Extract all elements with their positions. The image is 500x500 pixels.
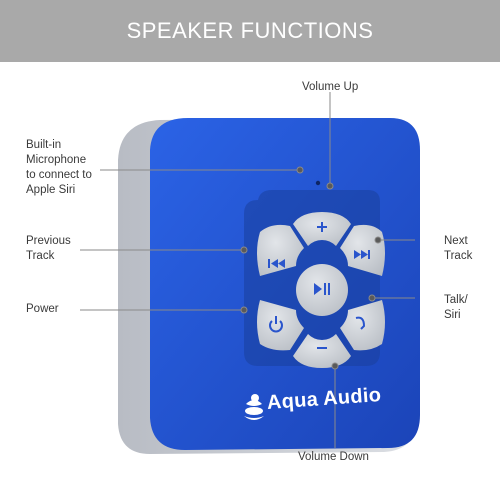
microphone-hole [315,180,321,186]
plus-icon [317,222,327,232]
brand-logo-icon [244,394,264,420]
call-icon [355,316,366,330]
callout-next-track: Next Track [444,235,473,262]
next-track-icon [354,250,370,259]
button-power[interactable] [257,300,304,351]
page-title: SPEAKER FUNCTIONS [126,18,374,43]
button-volume-down[interactable] [293,334,351,368]
callout-power: Power [26,303,59,315]
header-banner: SPEAKER FUNCTIONS [0,0,500,62]
callout-talk-siri: Talk/ Siri [444,294,468,321]
callout-volume-up: Volume Up [302,81,359,93]
callout-volume-down: Volume Down [298,451,369,463]
button-volume-up[interactable] [293,212,351,246]
power-icon [269,316,283,333]
button-play-pause[interactable] [296,264,348,316]
play-pause-icon [314,283,330,295]
button-talk-siri[interactable] [340,300,385,351]
previous-track-icon [268,259,285,268]
callout-lines [80,92,415,448]
callout-previous-track: Previous Track [26,235,71,262]
button-previous-track[interactable] [257,224,304,276]
callout-microphone: Built-in Microphone to connect to Apple … [26,139,92,196]
button-next-track[interactable] [340,224,385,276]
